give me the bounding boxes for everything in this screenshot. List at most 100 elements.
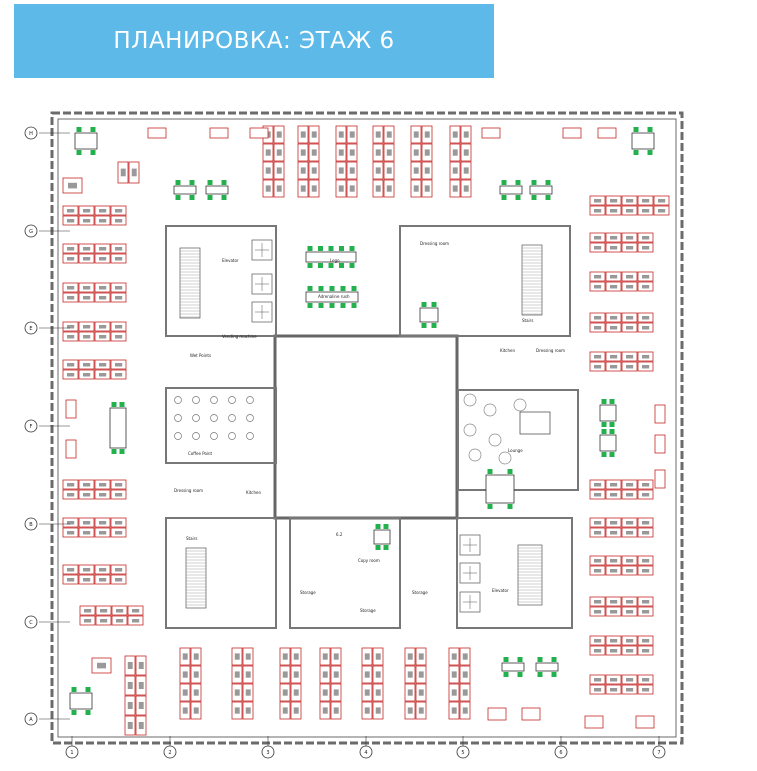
monitor <box>83 247 91 251</box>
meeting-table <box>599 399 617 427</box>
monitor <box>610 275 618 279</box>
monitor <box>349 131 355 138</box>
monitor <box>67 568 75 572</box>
meeting-table <box>529 180 553 200</box>
monitor <box>99 578 107 582</box>
monitor <box>626 199 634 203</box>
desk-cluster <box>62 177 83 194</box>
monitor <box>642 246 650 250</box>
monitor <box>610 355 618 359</box>
monitor <box>68 182 77 189</box>
monitor <box>642 275 650 279</box>
grid-col-bubble <box>652 745 666 759</box>
monitor <box>67 219 75 223</box>
monitor <box>594 246 602 250</box>
monitor <box>642 285 650 289</box>
monitor <box>610 493 618 497</box>
stair <box>185 547 207 609</box>
label-dressing-sw: Dressing room <box>174 488 203 493</box>
grid-col-bubble <box>163 745 177 759</box>
grid-row-bubble <box>24 321 38 335</box>
monitor <box>642 649 650 653</box>
monitor <box>282 653 288 660</box>
monitor <box>610 559 618 563</box>
monitor <box>610 326 618 330</box>
coffee-point-tables <box>174 396 254 440</box>
desk-cluster <box>91 657 112 674</box>
monitor <box>115 363 123 367</box>
monitor <box>83 286 91 290</box>
lounge-chair <box>463 393 477 407</box>
single-office <box>65 399 77 419</box>
monitor <box>626 639 634 643</box>
single-office <box>209 127 229 139</box>
desk-cluster <box>231 647 254 720</box>
monitor <box>610 649 618 653</box>
grid-row-bubble <box>24 419 38 433</box>
monitor <box>594 326 602 330</box>
monitor <box>452 167 458 174</box>
monitor <box>626 600 634 604</box>
monitor <box>311 167 317 174</box>
desk-cluster <box>361 647 384 720</box>
single-office <box>481 127 501 139</box>
monitor <box>99 209 107 213</box>
monitor <box>99 531 107 535</box>
monitor <box>67 521 75 525</box>
single-office <box>562 127 582 139</box>
desk-cluster <box>589 555 654 576</box>
monitor <box>282 671 288 678</box>
monitor <box>452 131 458 138</box>
monitor <box>642 483 650 487</box>
monitor <box>642 559 650 563</box>
monitor <box>626 355 634 359</box>
monitor <box>300 131 306 138</box>
single-office <box>65 439 77 459</box>
monitor <box>610 600 618 604</box>
monitor <box>120 168 126 177</box>
monitor <box>127 722 133 729</box>
meeting-table <box>173 180 197 200</box>
monitor <box>182 689 188 696</box>
desk-cluster <box>448 647 471 720</box>
monitor <box>626 531 634 535</box>
monitor <box>610 199 618 203</box>
monitor <box>375 707 381 714</box>
monitor <box>115 521 123 525</box>
monitor <box>127 702 133 709</box>
monitor <box>234 707 240 714</box>
monitor <box>462 707 468 714</box>
monitor <box>349 149 355 156</box>
monitor <box>594 600 602 604</box>
monitor <box>610 688 618 692</box>
monitor <box>245 653 251 660</box>
monitor <box>463 131 469 138</box>
monitor <box>610 246 618 250</box>
monitor <box>594 483 602 487</box>
monitor <box>83 568 91 572</box>
monitor <box>83 373 91 377</box>
single-office <box>654 469 666 489</box>
monitor <box>67 286 75 290</box>
meeting-table <box>373 524 391 550</box>
monitor <box>451 689 457 696</box>
monitor <box>234 653 240 660</box>
monitor <box>413 131 419 138</box>
monitor <box>99 493 107 497</box>
desk-cluster <box>62 205 127 226</box>
lounge-sofa <box>519 411 551 435</box>
monitor <box>642 199 650 203</box>
monitor <box>83 209 91 213</box>
monitor <box>115 296 123 300</box>
label-dressing-e: Dressing room <box>536 348 565 353</box>
monitor <box>413 167 419 174</box>
grid-row-bubble <box>24 517 38 531</box>
monitor <box>83 531 91 535</box>
monitor <box>424 131 430 138</box>
single-office <box>654 434 666 454</box>
monitor <box>642 521 650 525</box>
monitor <box>99 325 107 329</box>
monitor <box>642 639 650 643</box>
desk-cluster <box>589 674 654 695</box>
